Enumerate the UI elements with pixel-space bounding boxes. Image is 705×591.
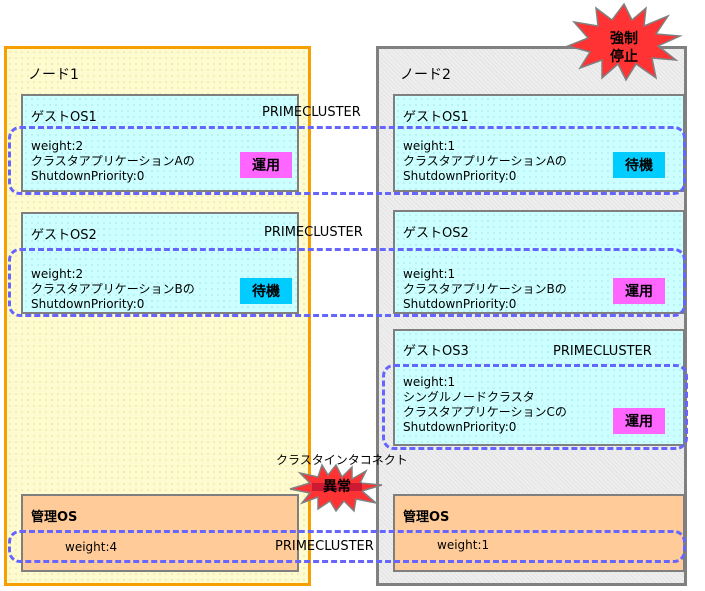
forced-stop-line2: 停止: [610, 49, 638, 65]
status-badge-active: 運用: [613, 278, 665, 304]
note-text: シングルノードクラスタ: [403, 390, 535, 404]
app-text: クラスタアプリケーションBの: [403, 282, 567, 296]
interconnect-error-starburst-icon: [289, 463, 383, 513]
node1-label: ノード1: [28, 67, 79, 83]
node2-guest-os1: ゲストOS1 weight:1 クラスタアプリケーションAの ShutdownP…: [393, 94, 685, 192]
guest-title: ゲストOS2: [31, 228, 97, 243]
status-badge-standby: 待機: [240, 278, 292, 304]
cluster-mgmt-outline: [8, 530, 686, 563]
app-text: クラスタアプリケーションCの: [403, 405, 567, 419]
node1-mgmt-os: 管理OS weight:4: [21, 494, 299, 572]
node2-label: ノード2: [400, 67, 451, 83]
priority-text: ShutdownPriority:0: [403, 420, 517, 434]
cluster-a-outline: [8, 126, 686, 195]
weight-text: weight:1: [403, 375, 456, 389]
node2-guest-os3: ゲストOS3 PRIMECLUSTER weight:1 シングルノードクラスタ…: [393, 329, 685, 446]
app-text: クラスタアプリケーションAの: [31, 154, 195, 168]
priority-text: ShutdownPriority:0: [31, 297, 145, 311]
priority-text: ShutdownPriority:0: [403, 169, 517, 183]
cluster-b-label: PRIMECLUSTER: [264, 225, 363, 240]
guest-title: ゲストOS2: [403, 226, 469, 241]
cluster-c-outline: [382, 364, 688, 450]
interconnect-label: クラスタインタコネクト: [276, 453, 408, 467]
app-text: クラスタアプリケーションAの: [403, 154, 567, 168]
app-text: クラスタアプリケーションBの: [31, 282, 195, 296]
node2-guest-os2: ゲストOS2 weight:1 クラスタアプリケーションBの ShutdownP…: [393, 210, 685, 314]
cluster-a-label: PRIMECLUSTER: [262, 105, 361, 120]
status-badge-standby: 待機: [613, 152, 665, 178]
cluster-label-guest3: PRIMECLUSTER: [553, 344, 652, 359]
node1-guest-os2: ゲストOS2 weight:2 クラスタアプリケーションBの ShutdownP…: [21, 212, 299, 314]
node2-mgmt-os: 管理OS weight:1: [393, 494, 685, 572]
status-badge-active: 運用: [613, 408, 665, 434]
status-badge-active: 運用: [240, 152, 292, 178]
guest-title: ゲストOS1: [31, 110, 97, 125]
weight-text: weight:2: [31, 267, 84, 281]
weight-text: weight:1: [403, 267, 456, 281]
interconnect-error-text: 異常: [323, 479, 351, 495]
priority-text: ShutdownPriority:0: [403, 297, 517, 311]
forced-stop-line1: 強制: [610, 31, 638, 47]
weight-text: weight:1: [403, 139, 456, 153]
weight-text: weight:1: [437, 538, 490, 552]
priority-text: ShutdownPriority:0: [31, 169, 145, 183]
cluster-mgmt-label: PRIMECLUSTER: [275, 539, 374, 554]
mgmt-title: 管理OS: [31, 510, 78, 525]
forced-stop-starburst-icon: [565, 2, 683, 82]
cluster-b-outline: [8, 248, 686, 317]
weight-text: weight:2: [31, 139, 84, 153]
mgmt-title: 管理OS: [403, 510, 450, 525]
weight-text: weight:4: [65, 540, 118, 554]
node1-guest-os1: ゲストOS1 weight:2 クラスタアプリケーションAの ShutdownP…: [21, 94, 299, 192]
forced-stop-text: 強制 停止: [594, 30, 654, 66]
guest-title: ゲストOS1: [403, 110, 469, 125]
guest-title: ゲストOS3: [403, 344, 469, 359]
